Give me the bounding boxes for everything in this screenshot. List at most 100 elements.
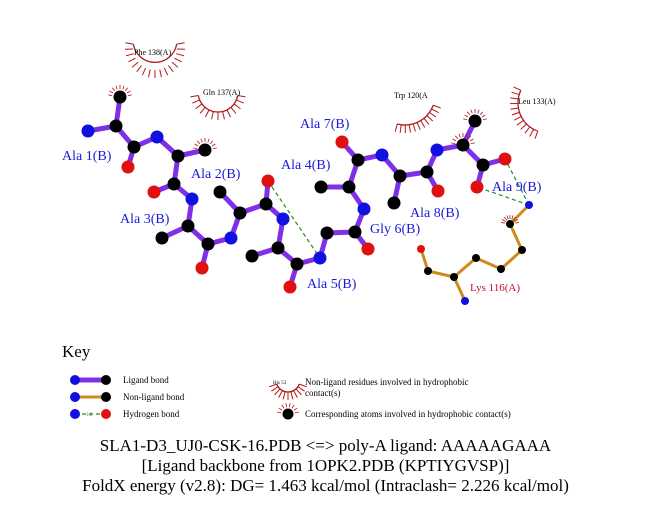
carbon-atom — [348, 225, 362, 239]
key-hydrophobic-arc-spoke — [290, 391, 294, 400]
hydrophobic-arc-leu133-spoke — [534, 131, 539, 139]
hydrophobic-arc-gln137-spoke — [204, 109, 210, 118]
carbon-atom — [314, 180, 328, 194]
key-hydrophobic-atom-sample — [277, 403, 299, 420]
hydrophobic-arc-phe138-spoke — [174, 57, 182, 63]
carbon-atom — [506, 220, 514, 228]
label-gly6: Gly 6(B) — [370, 222, 421, 237]
nitrogen-atom — [357, 202, 371, 216]
hydrophobic-arc-trp120-spoke — [420, 120, 426, 128]
hydrophobic-arc-leu133-spoke — [513, 86, 522, 91]
label-gln137: Gln 137(A) — [203, 88, 240, 97]
hydrophobic-arc-leu133-spoke — [516, 119, 524, 126]
hydrophobic-arc-gln137 — [197, 95, 239, 113]
hydrophobic-arc-phe138-spoke — [176, 53, 185, 57]
hydrophobic-arc-gln137-spoke — [199, 106, 206, 114]
hydrophobic-arc-phe138-spoke — [128, 57, 136, 63]
hydrophobic-arc-phe138-spoke — [167, 65, 174, 73]
carbon-atom — [320, 226, 334, 240]
hydrophobic-arc-gln137-spoke — [233, 103, 241, 110]
hydrophobic-contact-mark — [451, 142, 456, 145]
hydrophobic-contact-mark — [470, 109, 473, 114]
key-hydrophobic-atoms-label: Corresponding atoms involved in hydropho… — [305, 409, 511, 419]
hydrophobic-contact-mark — [501, 222, 506, 224]
label-ala1: Ala 1(B) — [62, 149, 112, 164]
hydrophobic-contact-mark — [511, 215, 514, 220]
nitrogen-atom — [461, 297, 469, 305]
hydrophobic-contact-mark — [207, 138, 210, 143]
hydrophobic-arc-trp120-spoke — [394, 123, 398, 132]
hydrophobic-arc-gln137-spoke — [190, 94, 199, 98]
key-nonligand-bond-sample — [70, 392, 111, 402]
label-ala8: Ala 8(B) — [410, 206, 460, 221]
caption-line-2: [Ligand backbone from 1OPK2.PDB (KPTIYGV… — [141, 456, 510, 475]
hydrophobic-arc-trp120-spoke — [412, 123, 416, 132]
hydrophobic-arcs — [125, 42, 539, 139]
carbon-atom — [181, 219, 195, 233]
hydrophobic-contact-mark — [126, 90, 131, 94]
hydrophobic-contact-mark — [477, 109, 480, 114]
hydrophobic-arc-phe138-spoke — [125, 53, 134, 57]
caption-line-3: FoldX energy (v2.8): DG= 1.463 kcal/mol … — [82, 476, 569, 495]
hydrophobic-contact-mark — [211, 143, 216, 147]
hydrophobic-arc-leu133 — [517, 90, 538, 132]
hydrophobic-arc-leu133-spoke — [510, 107, 519, 110]
hydrophobic-contact-mark — [111, 87, 116, 92]
key-hydrophobic-mark — [294, 411, 299, 414]
label-leu133: Leu 133(A) — [518, 97, 556, 106]
oxygen-atom — [361, 242, 375, 256]
hydrophobic-contact-mark — [482, 118, 487, 121]
key-hydrophobic-arc-spoke — [293, 390, 298, 398]
key-nonligand-bond-label: Non-ligand bond — [123, 392, 185, 402]
oxygen-atom — [195, 261, 209, 275]
key-ligand-bond-label: Ligand bond — [123, 375, 169, 385]
key-hbond-sample: 3.0 — [70, 409, 111, 419]
hydrophobic-arc-trp120-spoke — [416, 122, 421, 131]
carbon-atom — [109, 119, 123, 133]
oxygen-atom — [335, 135, 349, 149]
hydrophobic-contact-mark — [479, 111, 484, 116]
key-hydrogen-bond-label: Hydrogen bond — [123, 409, 180, 419]
hydrophobic-contact-mark — [464, 114, 469, 118]
hydrophobic-arc-trp120-spoke — [433, 104, 441, 109]
nitrogen-atom — [375, 148, 389, 162]
hydrophobic-arc-gln137-spoke — [237, 94, 246, 98]
nitrogen-atom — [150, 130, 164, 144]
label-ala9: Ala 9(B) — [492, 180, 542, 195]
oxygen-atom — [498, 152, 512, 166]
hydrophobic-contact-mark — [503, 216, 508, 221]
key-hydrophobic-arc-spoke — [269, 383, 277, 388]
hydrophobic-arc-leu133-spoke — [524, 126, 531, 134]
hydrophobic-contact-mark — [470, 142, 475, 145]
hydrophobic-arc-phe138-spoke — [148, 69, 151, 78]
hydrophobic-contact-mark — [212, 147, 217, 150]
nitrogen-atom — [525, 201, 533, 209]
hydrophobic-arc-gln137-spoke — [236, 99, 244, 104]
hydrophobic-contact-mark — [506, 215, 509, 220]
carbon-atom — [472, 254, 480, 262]
key-hydrophobic-arc-spoke — [278, 390, 283, 398]
oxygen-atom — [261, 174, 275, 188]
key-hydrophobic-mark — [293, 407, 298, 411]
hydrophobic-contact-mark — [122, 85, 125, 90]
carbon-atom — [497, 265, 505, 273]
carbon-atom — [171, 149, 185, 163]
hydrophobic-arc-gln137-spoke — [230, 106, 237, 114]
key-hydrophobic-mark — [281, 404, 285, 409]
hydrophobic-contact-mark — [194, 143, 199, 147]
carbon-atom — [245, 249, 259, 263]
carbon-atom — [233, 206, 247, 220]
hydrophobic-arc-phe138-spoke — [163, 67, 169, 76]
hydrophobic-arc-phe138-spoke — [136, 65, 143, 73]
carbon-atom — [167, 177, 181, 191]
carbon-atom — [259, 197, 273, 211]
hydrophobic-arc-leu133-spoke — [529, 129, 535, 137]
hydrophobic-contact-mark — [502, 219, 506, 222]
nitrogen-atom — [81, 124, 95, 138]
key-hydrophobic-arc-spoke — [282, 391, 286, 400]
carbon-atom — [420, 165, 434, 179]
key-hbond-length: 3.0 — [86, 413, 93, 418]
key-hydrophobic-mark — [278, 407, 283, 411]
hydrophobic-arc-trp120-spoke — [429, 111, 437, 118]
